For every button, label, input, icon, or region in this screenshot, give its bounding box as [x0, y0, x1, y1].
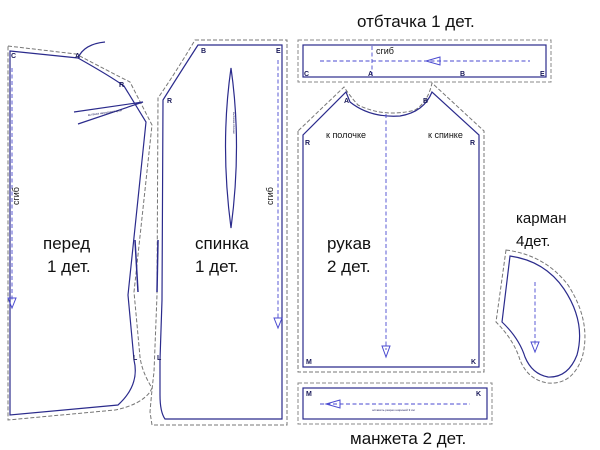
sleeve-name: рукав [327, 234, 371, 253]
cuff-piece [297, 382, 493, 425]
front-bust-dart [73, 101, 144, 125]
facing-piece [297, 39, 552, 83]
facing-allowance [297, 39, 552, 83]
sleeve-point-b: B [423, 98, 428, 105]
back-dart-note: вытачка спинки [232, 112, 236, 134]
sleeve-to-back: к спинке [428, 130, 463, 140]
front-fold-label: сгиб [11, 187, 21, 205]
cuff-grain-arrow [324, 399, 341, 409]
pocket-name: карман [516, 210, 567, 227]
back-zip-mark [156, 239, 159, 293]
back-count: 1 дет. [195, 257, 239, 276]
front-point-c: C [11, 53, 16, 60]
sleeve-piece [297, 82, 485, 373]
facing-fold-label: сгиб [376, 46, 394, 56]
front-dart-note: вытачка нагрудного кроя [88, 108, 123, 117]
cuff-note: оставить разрез шириной 3 см [372, 408, 415, 412]
facing-outline [302, 44, 547, 78]
sleeve-point-r1: R [305, 140, 310, 147]
pocket-count: 4дет. [516, 233, 550, 250]
sleeve-to-front: к полочке [326, 130, 366, 140]
front-name: перед [43, 234, 90, 253]
back-point-l: L [157, 355, 162, 362]
sleeve-point-a: A [344, 98, 349, 105]
front-allowance [7, 45, 153, 421]
front-point-r: R [119, 82, 124, 89]
sleeve-grain-arrow [381, 345, 391, 359]
back-piece [149, 39, 288, 426]
facing-point-c: C [304, 71, 309, 78]
cuff-point-m: M [306, 391, 312, 398]
sleeve-allowance [297, 82, 485, 373]
facing-point-e: E [540, 71, 545, 78]
cuff-point-k: K [476, 391, 481, 398]
pocket-allowance [495, 249, 586, 384]
back-outline [159, 44, 283, 420]
back-point-e: E [276, 48, 281, 55]
front-count: 1 дет. [47, 257, 91, 276]
back-dart [224, 67, 238, 229]
cuff-outline [302, 387, 488, 420]
front-point-l: L [133, 355, 138, 362]
back-point-b: B [201, 48, 206, 55]
back-grain-arrow [273, 317, 283, 330]
sleeve-point-r2: R [470, 140, 475, 147]
facing-grain-arrow [424, 56, 441, 66]
front-grain-arrow [7, 297, 17, 310]
front-outline [9, 50, 147, 416]
cuff-title: манжета 2 дет. [350, 429, 466, 448]
sleeve-outline [302, 90, 480, 368]
front-piece [7, 41, 153, 421]
back-point-r: R [167, 98, 172, 105]
cuff-allowance [297, 382, 493, 425]
sleeve-point-m: M [306, 359, 312, 366]
front-neckline [77, 41, 106, 59]
facing-point-a: A [368, 71, 373, 78]
front-zip-mark [134, 239, 139, 293]
pocket-piece [495, 249, 586, 384]
pocket-outline [501, 255, 581, 378]
sleeve-point-k: K [471, 359, 476, 366]
back-allowance [149, 39, 288, 426]
sleeve-count: 2 дет. [327, 257, 371, 276]
facing-point-b: B [460, 71, 465, 78]
back-name: спинка [195, 234, 249, 253]
facing-title: отбтачка 1 дет. [357, 12, 475, 31]
back-fold-label: сгиб [265, 187, 275, 205]
front-point-a: A [75, 53, 80, 60]
pocket-grain-arrow [530, 341, 540, 354]
